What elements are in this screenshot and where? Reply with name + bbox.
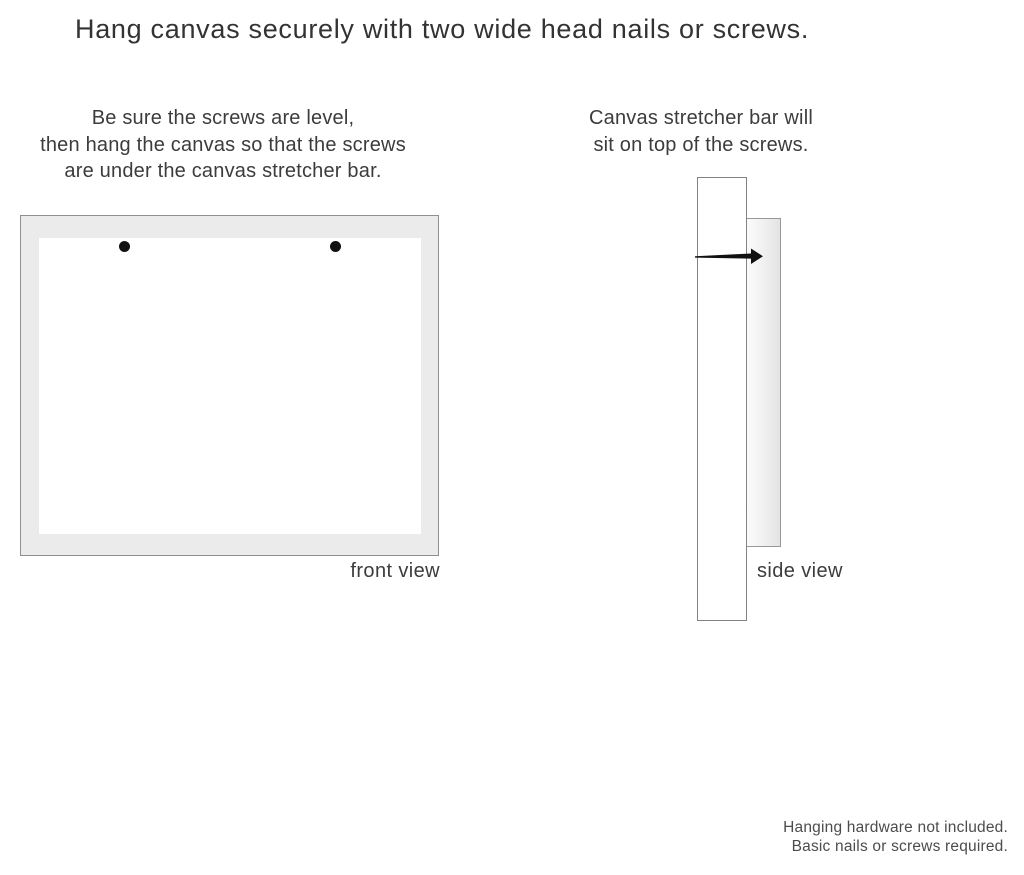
hardware-note-line: Basic nails or screws required. [791,838,1008,855]
side-view-instruction-line: sit on top of the screws. [593,133,809,156]
side-view-instruction-line: Canvas stretcher bar will [589,107,813,129]
side-view-instruction: Canvas stretcher bar will sit on top of … [551,105,851,158]
front-view-instruction-line: are under the canvas stretcher bar. [64,160,382,182]
side-view-label: side view [757,560,843,582]
front-view-instruction-line: then hang the canvas so that the screws [40,133,406,156]
screw-dot-left-icon [119,241,130,252]
canvas-inner-area [39,238,421,534]
front-view-diagram [20,215,439,556]
page-title: Hang canvas securely with two wide head … [75,14,810,44]
hardware-note-line: Hanging hardware not included. [783,819,1008,836]
front-view-instruction-line: Be sure the screws are level, [91,107,355,129]
hardware-note: Hanging hardware not included. Basic nai… [608,818,1008,856]
canvas-side-profile [746,218,781,547]
nail-icon [695,248,763,264]
front-view-label: front view [350,560,440,582]
front-view-instruction: Be sure the screws are level, then hang … [23,105,423,185]
stretcher-bar-side [697,177,747,621]
screw-dot-right-icon [330,241,341,252]
